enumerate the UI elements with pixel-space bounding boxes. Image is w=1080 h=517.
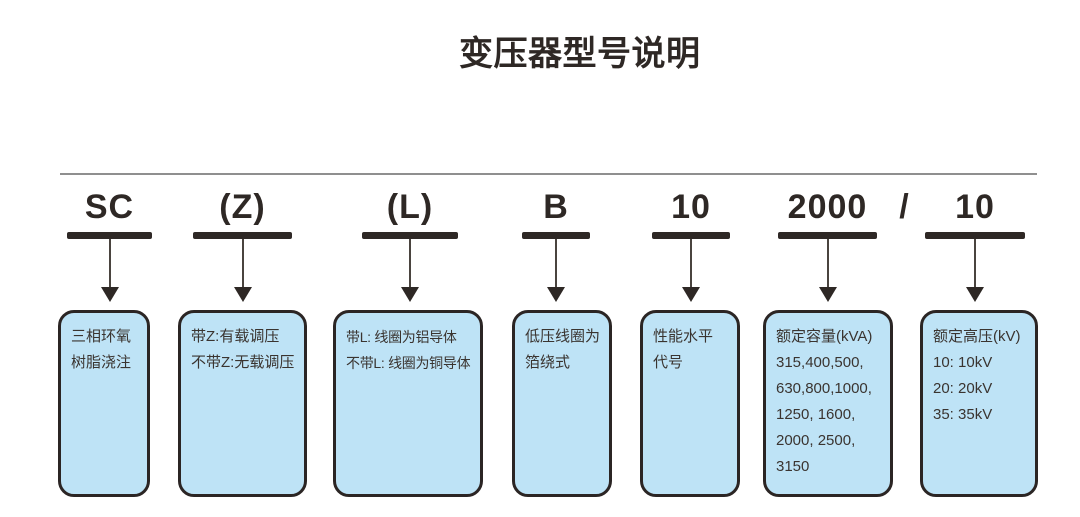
- description-line: 代号: [653, 354, 684, 371]
- description-line: 低压线圈为: [525, 328, 601, 345]
- description-box: 额定高压(kV) 10: 10kV 20: 20kV 35: 35kV: [920, 310, 1038, 497]
- description-line: 不带Z:无载调压: [191, 354, 295, 371]
- page-title: 变压器型号说明: [459, 35, 701, 73]
- arrow-stem: [690, 239, 692, 290]
- code-underline: [193, 232, 292, 239]
- description-line: 树脂浇注: [71, 354, 132, 371]
- arrow-down-icon: [100, 287, 119, 302]
- description-line: 315,400,500,: [776, 354, 864, 371]
- code-label: B: [543, 188, 569, 226]
- description-line: 10: 10kV: [933, 354, 993, 371]
- code-label: (Z): [219, 188, 266, 226]
- arrow-down-icon: [818, 287, 837, 302]
- description-line: 带L: 线圈为铝导体: [346, 329, 457, 345]
- arrow-stem: [974, 239, 976, 290]
- description-line: 1250, 1600,: [776, 406, 856, 423]
- arrow-down-icon: [233, 287, 252, 302]
- arrow-down-icon: [966, 287, 984, 302]
- arrow-stem: [555, 239, 557, 290]
- code-underline: [652, 232, 730, 239]
- arrow-down-icon: [682, 287, 700, 302]
- description-line: 20: 20kV: [933, 380, 993, 397]
- code-label: 10: [671, 188, 711, 226]
- code-underline: [925, 232, 1025, 239]
- description-line: 35: 35kV: [933, 406, 993, 423]
- code-label: SC: [84, 188, 135, 226]
- code-underline: [67, 232, 152, 239]
- description-line: 额定容量(kVA): [776, 328, 873, 345]
- code-label: 10: [955, 188, 995, 226]
- arrow-stem: [108, 239, 111, 290]
- description-line: 带Z:有载调压: [191, 328, 280, 345]
- slash-separator: /: [899, 188, 909, 226]
- code-label: 2000: [787, 188, 868, 226]
- description-line: 630,800,1000,: [776, 380, 872, 397]
- description-line: 3150: [776, 458, 810, 475]
- description-box: 带Z:有载调压不带Z:无载调压: [178, 310, 307, 497]
- code-underline: [362, 232, 458, 239]
- header-divider-line: [60, 173, 1037, 175]
- arrow-stem: [241, 239, 244, 290]
- description-line: 箔绕式: [525, 354, 571, 371]
- description-box: 低压线圈为箔绕式: [512, 310, 612, 497]
- description-box: 带L: 线圈为铝导体不带L: 线圈为铜导体: [333, 310, 483, 497]
- code-underline: [522, 232, 590, 239]
- arrow-down-icon: [401, 287, 419, 302]
- arrow-stem: [826, 239, 829, 290]
- description-line: 不带L: 线圈为铜导体: [346, 355, 471, 371]
- arrow-down-icon: [547, 287, 565, 302]
- description-box: 三相环氧树脂浇注: [58, 310, 150, 497]
- description-line: 三相环氧: [71, 328, 132, 345]
- arrow-stem: [409, 239, 411, 290]
- description-box: 性能水平代号: [640, 310, 740, 497]
- code-label: (L): [386, 188, 434, 226]
- description-line: 2000, 2500,: [776, 432, 856, 449]
- code-underline: [778, 232, 877, 239]
- description-line: 额定高压(kV): [933, 328, 1021, 345]
- description-box: 额定容量(kVA) 315,400,500, 630,800,1000, 1250, …: [763, 310, 893, 497]
- description-line: 性能水平: [653, 328, 714, 345]
